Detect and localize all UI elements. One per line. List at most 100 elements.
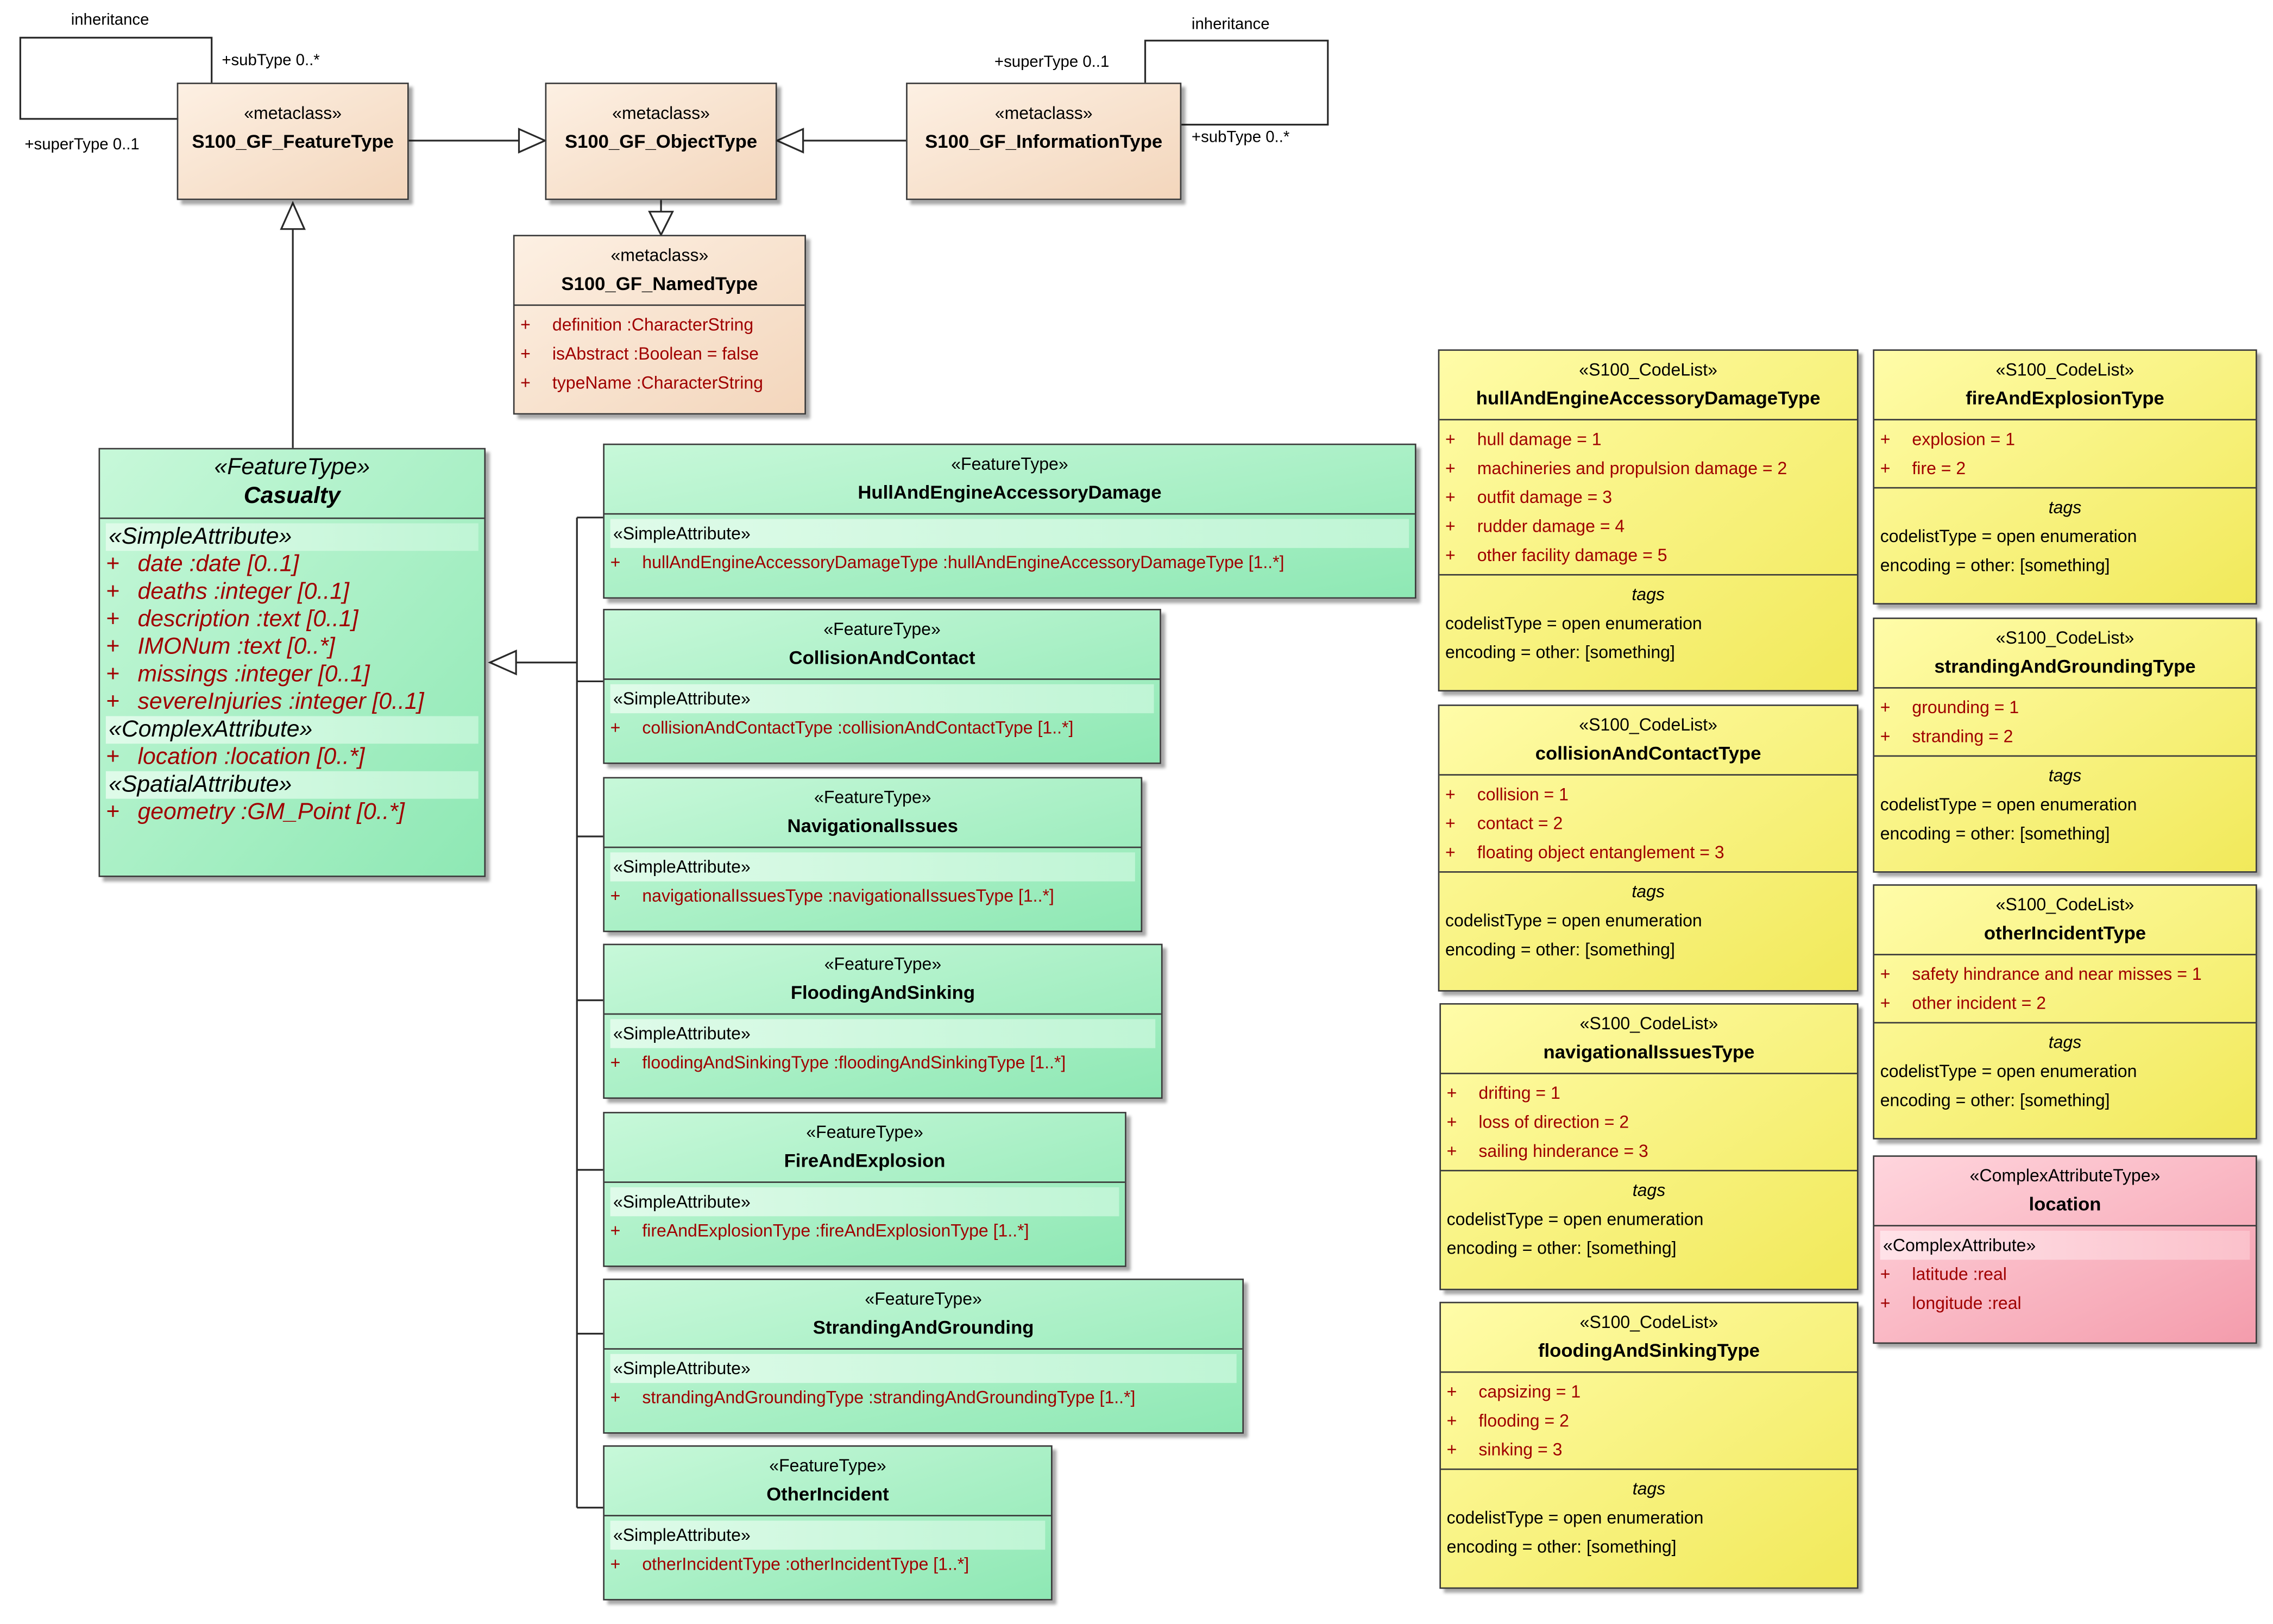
attribute-row: +strandingAndGroundingType :strandingAnd… bbox=[610, 1387, 1136, 1408]
class-name: hullAndEngineAccessoryDamageType bbox=[1476, 387, 1821, 409]
attribute-row: +longitude :real bbox=[1880, 1293, 2022, 1314]
stereotype: «metaclass» bbox=[244, 103, 342, 123]
attribute-section: «SimpleAttribute»+collisionAndContactTyp… bbox=[604, 678, 1160, 746]
class-name: HullAndEngineAccessoryDamage bbox=[858, 481, 1162, 503]
literal-section: +grounding = 1 +stranding = 2 bbox=[1874, 687, 2256, 755]
stereotype: «metaclass» bbox=[994, 103, 1093, 123]
codelist-navigational-issues-type[interactable]: «S100_CodeList»navigationalIssuesType +d… bbox=[1439, 1003, 1859, 1291]
tags-title: tags bbox=[1632, 881, 1665, 902]
class-name: strandingAndGroundingType bbox=[1934, 655, 2196, 677]
literal-row: +stranding = 2 bbox=[1880, 726, 2013, 747]
supertype-label-left: +superType 0..1 bbox=[24, 136, 140, 154]
metaclass-feature-type[interactable]: «metaclass» S100_GF_FeatureType bbox=[177, 83, 409, 200]
attribute-row: +fireAndExplosionType :fireAndExplosionT… bbox=[610, 1220, 1029, 1241]
literal-section: +capsizing = 1 +flooding = 2 +sinking = … bbox=[1440, 1371, 1857, 1469]
attribute-group: «SimpleAttribute» bbox=[610, 1520, 1046, 1550]
attribute-group: «SimpleAttribute» bbox=[610, 1354, 1237, 1383]
generalization-arrow-casualty-to-feature bbox=[280, 200, 306, 230]
class-casualty[interactable]: «FeatureType»Casualty «SimpleAttribute» … bbox=[98, 448, 486, 877]
attribute-section: «SimpleAttribute»+fireAndExplosionType :… bbox=[604, 1181, 1125, 1249]
literal-section: +explosion = 1 +fire = 2 bbox=[1874, 419, 2256, 487]
attribute-row: +hullAndEngineAccessoryDamageType :hullA… bbox=[610, 552, 1285, 573]
attribute-section: «ComplexAttribute» +latitude :real +long… bbox=[1874, 1225, 2256, 1322]
attribute-row: +location :location [0..*] bbox=[105, 745, 365, 770]
stereotype: «FeatureType» bbox=[214, 455, 370, 480]
class-name: NavigationalIssues bbox=[787, 814, 958, 837]
class-stranding-and-grounding[interactable]: «FeatureType» StrandingAndGrounding «Simp… bbox=[603, 1279, 1244, 1434]
supertype-label-right: +superType 0..1 bbox=[994, 53, 1110, 71]
tag-encoding: encoding = other: [something] bbox=[1880, 823, 2110, 844]
attribute-row: +IMONum :text [0..*] bbox=[105, 635, 335, 660]
literal-section: +collision = 1 +contact = 2 +floating ob… bbox=[1439, 774, 1857, 871]
stereotype: «FeatureType» bbox=[823, 619, 941, 640]
class-navigational-issues[interactable]: «FeatureType»NavigationalIssues «SimpleA… bbox=[603, 777, 1143, 933]
class-name: otherIncidentType bbox=[1984, 922, 2146, 944]
attribute-group: «SimpleAttribute» bbox=[610, 519, 1409, 548]
tags-title: tags bbox=[2048, 497, 2082, 518]
class-name: S100_GF_InformationType bbox=[925, 130, 1163, 153]
class-name: StrandingAndGrounding bbox=[813, 1316, 1034, 1338]
attribute-row: +definition :CharacterString bbox=[520, 314, 754, 335]
subtype-label-left: +subType 0..* bbox=[222, 52, 320, 70]
class-name: S100_GF_NamedType bbox=[561, 272, 758, 294]
codelist-other-incident-type[interactable]: «S100_CodeList»otherIncidentType +safety… bbox=[1873, 884, 2257, 1140]
complex-attribute-type-location[interactable]: «ComplexAttributeType»location «ComplexA… bbox=[1873, 1155, 2257, 1344]
literal-row: +loss of direction = 2 bbox=[1446, 1112, 1629, 1132]
class-name: OtherIncident bbox=[766, 1483, 889, 1505]
codelist-flooding-and-sinking-type[interactable]: «S100_CodeList»floodingAndSinkingType +c… bbox=[1439, 1301, 1859, 1589]
codelist-fire-and-explosion-type[interactable]: «S100_CodeList»fireAndExplosionType +exp… bbox=[1873, 349, 2257, 605]
tags-title: tags bbox=[1632, 1478, 1666, 1499]
tag-codelist-type: codelistType = open enumeration bbox=[1880, 794, 2137, 815]
codelist-collision-and-contact-type[interactable]: «S100_CodeList»collisionAndContactType +… bbox=[1438, 704, 1859, 992]
stereotype: «S100_CodeList» bbox=[1995, 359, 2135, 380]
stereotype: «FeatureType» bbox=[865, 1288, 982, 1310]
tag-codelist-type: codelistType = open enumeration bbox=[1880, 1061, 2137, 1082]
class-name: FireAndExplosion bbox=[784, 1149, 946, 1172]
stereotype: «S100_CodeList» bbox=[1579, 1013, 1718, 1034]
class-name: S100_GF_FeatureType bbox=[192, 130, 394, 153]
attribute-row: +typeName :CharacterString bbox=[520, 372, 763, 393]
attribute-group: «ComplexAttribute» bbox=[1880, 1230, 2250, 1260]
literal-row: +other facility damage = 5 bbox=[1445, 545, 1667, 565]
stereotype: «S100_CodeList» bbox=[1995, 627, 2135, 649]
attribute-group-simple: «SimpleAttribute» bbox=[105, 523, 478, 551]
literal-row: +collision = 1 bbox=[1445, 784, 1569, 805]
class-fire-and-explosion[interactable]: «FeatureType» FireAndExplosion «SimpleAtt… bbox=[603, 1112, 1126, 1267]
attribute-section: «SimpleAttribute»+floodingAndSinkingType… bbox=[604, 1013, 1161, 1081]
literal-section: +hull damage = 1 +machineries and propul… bbox=[1439, 419, 1857, 574]
stereotype: «FeatureType» bbox=[806, 1122, 923, 1143]
attribute-row: +isAbstract :Boolean = false bbox=[520, 343, 759, 364]
metaclass-named-type[interactable]: «metaclass»S100_GF_NamedType +definition… bbox=[513, 235, 806, 415]
tags-title: tags bbox=[2048, 765, 2082, 786]
literal-row: +grounding = 1 bbox=[1880, 697, 2019, 718]
class-name: navigationalIssuesType bbox=[1543, 1041, 1755, 1063]
literal-row: +outfit damage = 3 bbox=[1445, 487, 1613, 508]
literal-row: +machineries and propulsion damage = 2 bbox=[1445, 458, 1787, 479]
stereotype: «S100_CodeList» bbox=[1995, 894, 2135, 915]
tag-encoding: encoding = other: [something] bbox=[1880, 1090, 2110, 1111]
attribute-group-complex: «ComplexAttribute» bbox=[105, 716, 478, 744]
literal-row: +fire = 2 bbox=[1880, 458, 1966, 479]
codelist-hull-and-engine-accessory-damage-type[interactable]: «S100_CodeList»hullAndEngineAccessoryDam… bbox=[1438, 349, 1859, 692]
class-hull-and-engine-accessory-damage[interactable]: «FeatureType»HullAndEngineAccessoryDamag… bbox=[603, 443, 1416, 599]
generalization-arrow-subtypes-to-casualty bbox=[488, 649, 517, 676]
attribute-section: +definition :CharacterString +isAbstract… bbox=[514, 304, 805, 401]
attribute-row: +navigationalIssuesType :navigationalIss… bbox=[610, 885, 1054, 907]
class-flooding-and-sinking[interactable]: «FeatureType»FloodingAndSinking «SimpleA… bbox=[603, 943, 1163, 1099]
class-other-incident[interactable]: «FeatureType»OtherIncident «SimpleAttrib… bbox=[603, 1445, 1053, 1601]
attribute-group: «SimpleAttribute» bbox=[610, 1019, 1156, 1048]
attribute-row: +otherIncidentType :otherIncidentType [1… bbox=[610, 1554, 969, 1575]
metaclass-information-type[interactable]: «metaclass» S100_GF_InformationType bbox=[906, 83, 1182, 200]
codelist-stranding-and-grounding-type[interactable]: «S100_CodeList» strandingAndGroundingType… bbox=[1873, 617, 2257, 873]
tags-title: tags bbox=[2048, 1032, 2082, 1053]
metaclass-object-type[interactable]: «metaclass»S100_GF_ObjectType bbox=[545, 83, 777, 200]
attribute-section: «SimpleAttribute» +strandingAndGroundingT… bbox=[604, 1348, 1243, 1416]
class-name: Casualty bbox=[243, 484, 341, 509]
literal-row: +other incident = 2 bbox=[1880, 993, 2047, 1014]
class-collision-and-contact[interactable]: «FeatureType»CollisionAndContact «Simple… bbox=[603, 608, 1161, 764]
tag-encoding: encoding = other: [something] bbox=[1445, 642, 1675, 663]
literal-row: +floating object entanglement = 3 bbox=[1445, 842, 1724, 863]
